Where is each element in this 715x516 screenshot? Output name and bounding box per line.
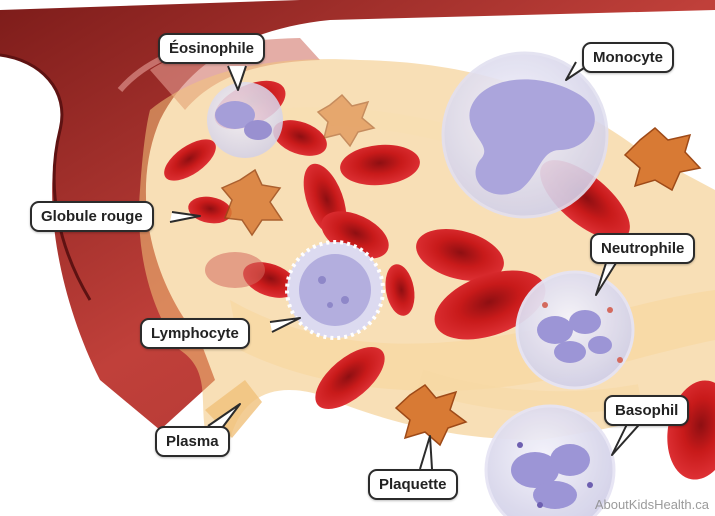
- label-plasma: Plasma: [155, 426, 230, 457]
- label-globule-rouge: Globule rouge: [30, 201, 154, 232]
- monocyte-cell: [443, 53, 607, 217]
- watermark: AboutKidsHealth.ca: [595, 497, 709, 512]
- lymphocyte-cell: [287, 242, 383, 338]
- label-eosinophile: Éosinophile: [158, 33, 265, 64]
- label-monocyte: Monocyte: [582, 42, 674, 73]
- label-basophil: Basophil: [604, 395, 689, 426]
- label-neutrophile: Neutrophile: [590, 233, 695, 264]
- neutrophil-cell: [517, 272, 633, 388]
- label-lymphocyte: Lymphocyte: [140, 318, 250, 349]
- eosinophil-cell: [207, 82, 283, 158]
- label-plaquette: Plaquette: [368, 469, 458, 500]
